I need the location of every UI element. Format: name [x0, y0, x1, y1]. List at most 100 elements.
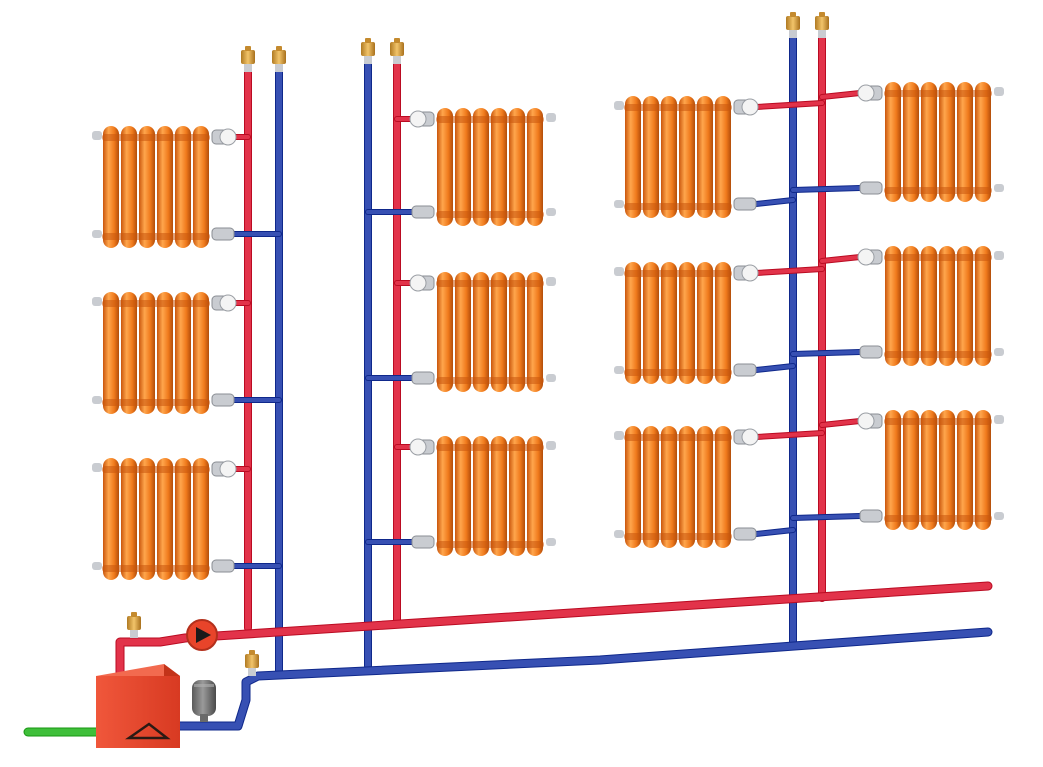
radiator-top-header [624, 434, 732, 441]
radiator-top-header [624, 104, 732, 111]
branch-supply-pipe [820, 255, 862, 263]
radiator-top-header [624, 270, 732, 277]
thermostatic-valve [857, 248, 883, 266]
radiator-fin [491, 108, 507, 226]
lockshield-valve [411, 205, 435, 219]
radiator-plug [546, 208, 556, 216]
tank-band [194, 684, 214, 687]
radiator-fin [473, 108, 489, 226]
air-vent-icon [245, 650, 259, 676]
air-vent-icon [241, 46, 255, 72]
vent-body [786, 16, 800, 30]
vent-body [390, 42, 404, 56]
thermostatic-valve [211, 294, 237, 312]
radiator-plug [92, 131, 102, 140]
valve-body [411, 205, 435, 219]
radiator-east-a-2 [614, 262, 759, 384]
radiator-fin [437, 272, 453, 392]
radiator-bottom-header [884, 187, 992, 194]
radiator-fin [193, 292, 209, 414]
valve-head-icon [857, 84, 875, 102]
radiator-left-3 [92, 458, 237, 580]
vent-cap [245, 46, 251, 51]
radiator-fin [697, 96, 713, 218]
radiator-plug [614, 101, 624, 110]
lockshield-valve [411, 371, 435, 385]
vent-cap [276, 46, 282, 51]
valve-head-icon [219, 460, 237, 478]
radiator-bottom-header [102, 233, 210, 240]
branch-return-pipe [754, 198, 795, 206]
lockshield-valve [211, 559, 235, 573]
radiator-fin [885, 246, 901, 366]
radiator-fin [939, 246, 955, 366]
radiator-fin [643, 96, 659, 218]
return-main-pipe-outline [173, 627, 993, 731]
radiator-fin [139, 126, 155, 248]
radiator-fin [625, 96, 641, 218]
expansion-tank [192, 680, 216, 722]
thermostatic-valve [857, 412, 883, 430]
radiator-bottom-header [102, 399, 210, 406]
thermostatic-valve [733, 264, 759, 282]
radiator-fin [715, 96, 731, 218]
radiator-east-a-1 [614, 96, 759, 218]
radiator-fin [625, 426, 641, 548]
radiator-plug [92, 297, 102, 306]
vent-body [245, 654, 259, 668]
vent-body [241, 50, 255, 64]
lockshield-valve [859, 181, 883, 195]
radiator-fin [509, 436, 525, 556]
radiator-fin [679, 426, 695, 548]
boiler [96, 664, 180, 748]
thermostatic-valve [211, 460, 237, 478]
valve-body [859, 345, 883, 359]
vent-cap [394, 38, 400, 43]
radiator-plug [994, 415, 1004, 424]
lockshield-valve [859, 345, 883, 359]
radiator-top-header [884, 254, 992, 261]
radiator-plug [92, 396, 102, 404]
radiator-top-header [436, 280, 544, 287]
radiator-middle-2 [409, 272, 556, 392]
branch-return-pipe [791, 514, 862, 520]
branch-supply-pipe [820, 91, 862, 99]
valve-head-icon [741, 428, 759, 446]
valve-head-icon [857, 248, 875, 266]
radiator-bottom-header [624, 533, 732, 540]
tank-body [192, 680, 216, 716]
radiator-bottom-header [884, 351, 992, 358]
valve-head-icon [219, 128, 237, 146]
supply-main-pipe [116, 582, 992, 684]
air-vent-icon [361, 38, 375, 64]
lockshield-valve [211, 227, 235, 241]
radiator-fin [193, 458, 209, 580]
radiator-plug [614, 366, 624, 374]
radiator-left-1 [92, 126, 237, 248]
triangle-burner-icon [125, 722, 171, 740]
lockshield-valve [733, 527, 757, 541]
radiator-fin [437, 436, 453, 556]
lockshield-valve [733, 197, 757, 211]
radiator-top-header [102, 466, 210, 473]
air-vent-icon [127, 612, 141, 638]
vent-stem [818, 28, 826, 38]
valve-body [411, 535, 435, 549]
radiator-bottom-header [436, 541, 544, 548]
lockshield-valve [411, 535, 435, 549]
vent-stem [364, 54, 372, 64]
radiator-fin [455, 272, 471, 392]
radiator-top-header [436, 444, 544, 451]
thermostatic-valve [733, 428, 759, 446]
radiator-east-b-3 [857, 410, 1004, 530]
vent-cap [365, 38, 371, 43]
vent-stem [393, 54, 401, 64]
radiator-fin [473, 272, 489, 392]
branch-supply-pipe [754, 101, 824, 109]
vent-cap [819, 12, 825, 17]
radiator-fin [643, 426, 659, 548]
radiator-fin [527, 272, 543, 392]
radiator-fin [139, 458, 155, 580]
radiator-fin [921, 410, 937, 530]
valve-body [211, 559, 235, 573]
